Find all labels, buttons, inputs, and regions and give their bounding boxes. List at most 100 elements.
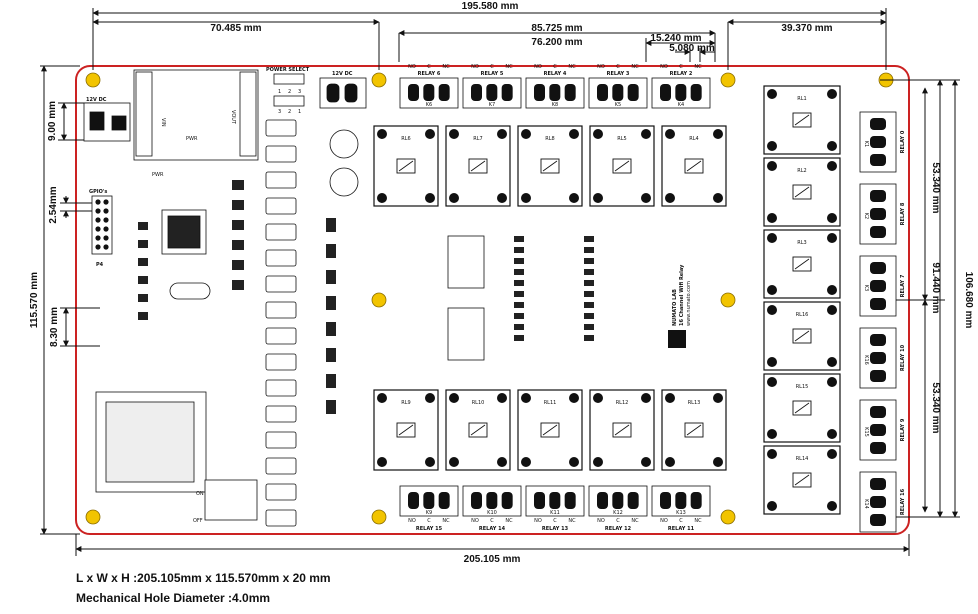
power-select-label: POWER SELECT (266, 67, 310, 73)
relay-designator: RL7 (473, 136, 482, 142)
smd-diode (232, 240, 244, 250)
relay-designator: RL11 (544, 400, 557, 406)
gpio-pin (103, 235, 109, 241)
terminal-pin-label: C (679, 64, 683, 70)
relay-pin (569, 193, 579, 203)
terminal-screw (870, 406, 886, 418)
terminal-screw (423, 84, 435, 101)
smd-resistor (584, 313, 594, 319)
terminal-pin-label: NO (597, 64, 605, 70)
terminal-screw (660, 492, 671, 509)
smd-resistor (584, 280, 594, 286)
pwr-label: PWR (186, 136, 198, 142)
dim-right-hole-height: 106.680 mm (963, 272, 974, 329)
vin-label: VIN (160, 118, 166, 127)
brand-logo: NUMATO LAB 16 Channel Wifi Relay www.num… (668, 264, 692, 348)
terminal-pin-label: NO (660, 518, 668, 524)
relay-pin (449, 129, 459, 139)
smd-capacitor (138, 240, 148, 248)
smd-led (265, 405, 297, 423)
smd-led (265, 145, 297, 163)
mount-hole (720, 72, 736, 88)
smd-diode (232, 180, 244, 190)
relay-pin (767, 233, 777, 243)
relay-pin (569, 457, 579, 467)
terminal-screw (870, 280, 886, 292)
terminal-screw (690, 492, 702, 509)
terminal-screw (675, 84, 687, 101)
relay-pin (497, 193, 507, 203)
terminal-pin-label: NO (660, 64, 668, 70)
terminal-screw (660, 84, 671, 101)
relay-pin (593, 129, 603, 139)
relay-pin (497, 393, 507, 403)
smd-led (265, 457, 297, 475)
relay-designator: RL10 (472, 400, 485, 406)
relay-channel-label: RELAY 3 (607, 71, 630, 77)
gpio-header (91, 195, 113, 255)
smd-led (265, 275, 297, 293)
dim-board-width: 205.105 mm (464, 554, 521, 565)
smd-diode (232, 200, 244, 210)
relay-pin (665, 129, 675, 139)
smd-capacitor (138, 258, 148, 266)
relay-pin (827, 161, 837, 171)
relay-designator: RL14 (796, 456, 809, 462)
terminal-screw (870, 226, 886, 238)
relay-pin (449, 193, 459, 203)
gpio-label: GPIO's (89, 189, 107, 195)
dim-dc-jack-offset: 9.00 mm (47, 101, 58, 141)
relay-pin (827, 233, 837, 243)
terminal-screw (438, 492, 450, 509)
relay-pin (827, 501, 837, 511)
relay-pin (593, 457, 603, 467)
relay-channel-label: RELAY 5 (481, 71, 504, 77)
smd-capacitor (138, 294, 148, 302)
dim-terminal-pitch: 5.080 mm (669, 43, 715, 54)
relay-designator: RL5 (617, 136, 626, 142)
dim-gpio-pitch: 2.54mm (48, 186, 59, 223)
relay-channel-label: RELAY 8 (900, 202, 906, 225)
relay-pin (713, 393, 723, 403)
electrolytic-caps (329, 129, 359, 197)
relay-designator: RL16 (796, 312, 809, 318)
terminal-screw (486, 492, 498, 509)
footer-dimensions: L x W x H :205.105mm x 115.570mm x 20 mm (76, 571, 331, 585)
relay-pin (641, 457, 651, 467)
relay-designator: RL2 (797, 168, 806, 174)
relay-pin (767, 141, 777, 151)
terminal-pin-label: NC (442, 64, 450, 70)
transistor (326, 322, 336, 336)
gpio-pin (95, 244, 101, 250)
relay-pin (569, 393, 579, 403)
mount-hole (371, 292, 387, 308)
gpio-pin (95, 217, 101, 223)
dim-board-height: 115.570 mm (29, 272, 40, 328)
smd-resistor (584, 269, 594, 275)
brand-line-3: www.numato.com (686, 281, 692, 326)
smd-resistor (514, 302, 524, 308)
terminal-designator: K2 (863, 213, 869, 219)
mount-hole (371, 72, 387, 88)
dc-jack-label: 12V DC (86, 97, 107, 103)
crystal (169, 282, 211, 300)
terminal-screw (627, 84, 639, 101)
terminal-pin-label: C (490, 64, 494, 70)
terminal-screw (501, 492, 513, 509)
smd-resistor (514, 324, 524, 330)
mount-hole (85, 509, 101, 525)
transistor (326, 400, 336, 414)
relay-pin (767, 213, 777, 223)
terminal-designator: K14 (863, 499, 869, 509)
mcu-chip (161, 209, 207, 255)
dip-switch (204, 479, 258, 521)
dim-right-upper-half: 53.340 mm (930, 162, 941, 213)
footer-hole-diameter: Mechanical Hole Diameter :4.0mm (76, 591, 271, 605)
terminal-screw (870, 496, 886, 508)
dim-right-lower-half: 53.340 mm (930, 382, 941, 433)
relay-pin (827, 449, 837, 459)
terminal-pin-label: NO (408, 64, 416, 70)
smd-resistor (584, 236, 594, 242)
